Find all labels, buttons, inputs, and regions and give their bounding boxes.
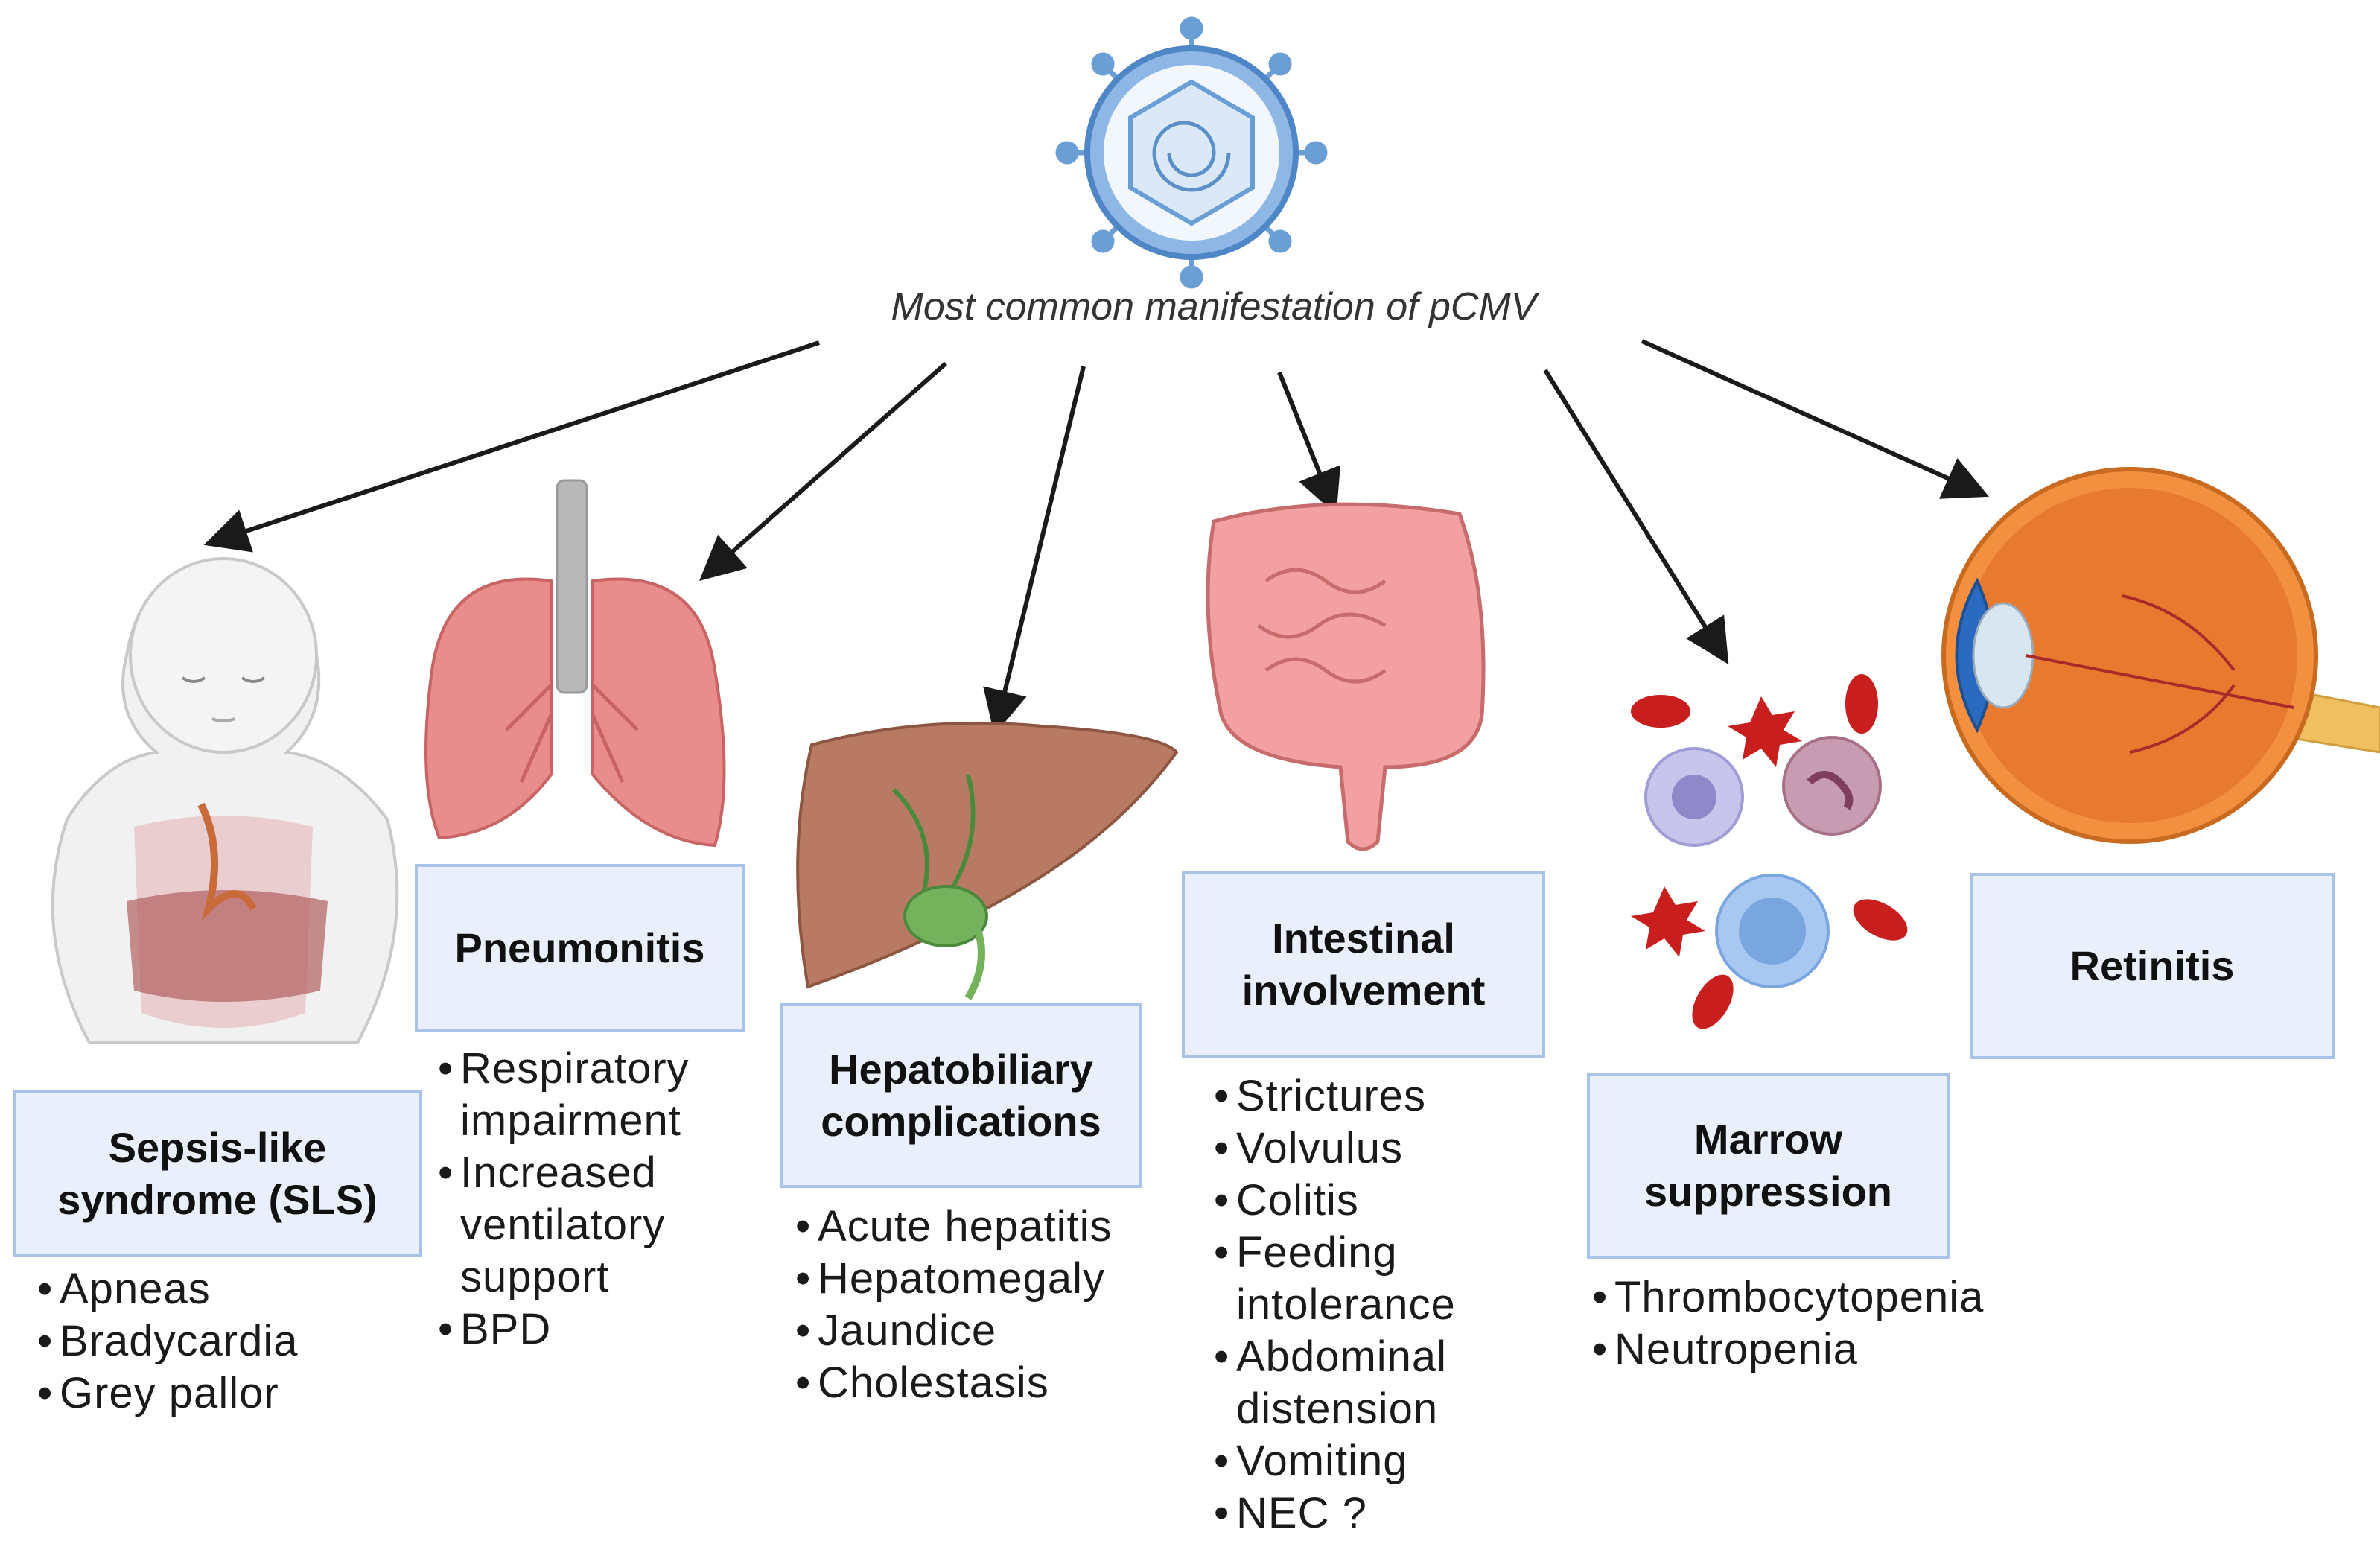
sls-list: Apneas Bradycardia Grey pallor xyxy=(37,1263,424,1420)
hepatobiliary-box-line-1: Hepatobiliary xyxy=(829,1046,1093,1093)
list-item: Thrombocytopenia xyxy=(1592,1271,2069,1324)
sls-box-line-2: syndrome (SLS) xyxy=(57,1175,378,1223)
list-item: Feeding intolerance xyxy=(1214,1227,1519,1331)
eye-icon xyxy=(1941,467,2380,844)
infant-icon xyxy=(51,556,399,1044)
marrow-box: Marrow suppression xyxy=(1587,1073,1950,1259)
sls-box-line-1: Sepsis-like xyxy=(108,1123,327,1171)
retinitis-box-line-1: Retinitis xyxy=(2069,942,2235,989)
list-item: Respiratory impairment xyxy=(438,1043,751,1147)
arrows xyxy=(203,339,1989,735)
liver-icon xyxy=(796,721,1179,1000)
marrow-list: Thrombocytopenia Neutropenia xyxy=(1592,1271,2069,1376)
list-item: Vomiting xyxy=(1214,1435,1519,1487)
marrow-box-line-2: suppression xyxy=(1644,1168,1892,1215)
list-item: Increased ventilatory support xyxy=(438,1147,751,1303)
list-item: Abdominal distension xyxy=(1214,1331,1519,1435)
sls-box: Sepsis-like syndrome (SLS) xyxy=(13,1090,422,1257)
pneumonitis-list: Respiratory impairment Increased ventila… xyxy=(438,1043,751,1356)
intestinal-box-line-1: Intestinal xyxy=(1272,915,1455,962)
intestine-icon xyxy=(1206,502,1486,851)
list-item: Colitis xyxy=(1214,1175,1519,1227)
list-item: Jaundice xyxy=(795,1305,1183,1357)
blood-cells-icon xyxy=(1631,674,1908,1029)
retinitis-box: Retinitis xyxy=(1970,873,2335,1059)
diagram-title: Most common manifestation of pCMV xyxy=(891,285,1537,328)
intestinal-list: Strictures Volvulus Colitis Feeding into… xyxy=(1214,1070,1519,1540)
list-item: Neutropenia xyxy=(1592,1324,2069,1376)
list-item: Strictures xyxy=(1214,1070,1519,1122)
list-item: Hepatomegaly xyxy=(795,1253,1183,1305)
list-item: BPD xyxy=(438,1303,751,1356)
hepatobiliary-box: Hepatobiliary complications xyxy=(780,1003,1142,1188)
intestinal-box-line-2: involvement xyxy=(1241,967,1486,1014)
virus-icon xyxy=(1055,16,1328,289)
hepatobiliary-box-line-2: complications xyxy=(821,1098,1101,1145)
list-item: Volvulus xyxy=(1214,1122,1519,1175)
pneumonitis-box: Pneumonitis xyxy=(415,864,745,1032)
intestinal-box: Intestinal involvement xyxy=(1182,871,1545,1058)
list-item: Bradycardia xyxy=(37,1315,424,1367)
marrow-box-line-1: Marrow xyxy=(1693,1116,1843,1163)
pneumonitis-box-line-1: Pneumonitis xyxy=(454,924,705,971)
list-item: Apneas xyxy=(37,1263,424,1315)
list-item: Cholestasis xyxy=(795,1357,1183,1409)
hepatobiliary-list: Acute hepatitis Hepatomegaly Jaundice Ch… xyxy=(795,1201,1183,1409)
list-item: Acute hepatitis xyxy=(795,1201,1183,1253)
list-item: Grey pallor xyxy=(37,1367,424,1420)
list-item: NEC ? xyxy=(1214,1487,1519,1540)
lungs-icon xyxy=(424,479,726,848)
